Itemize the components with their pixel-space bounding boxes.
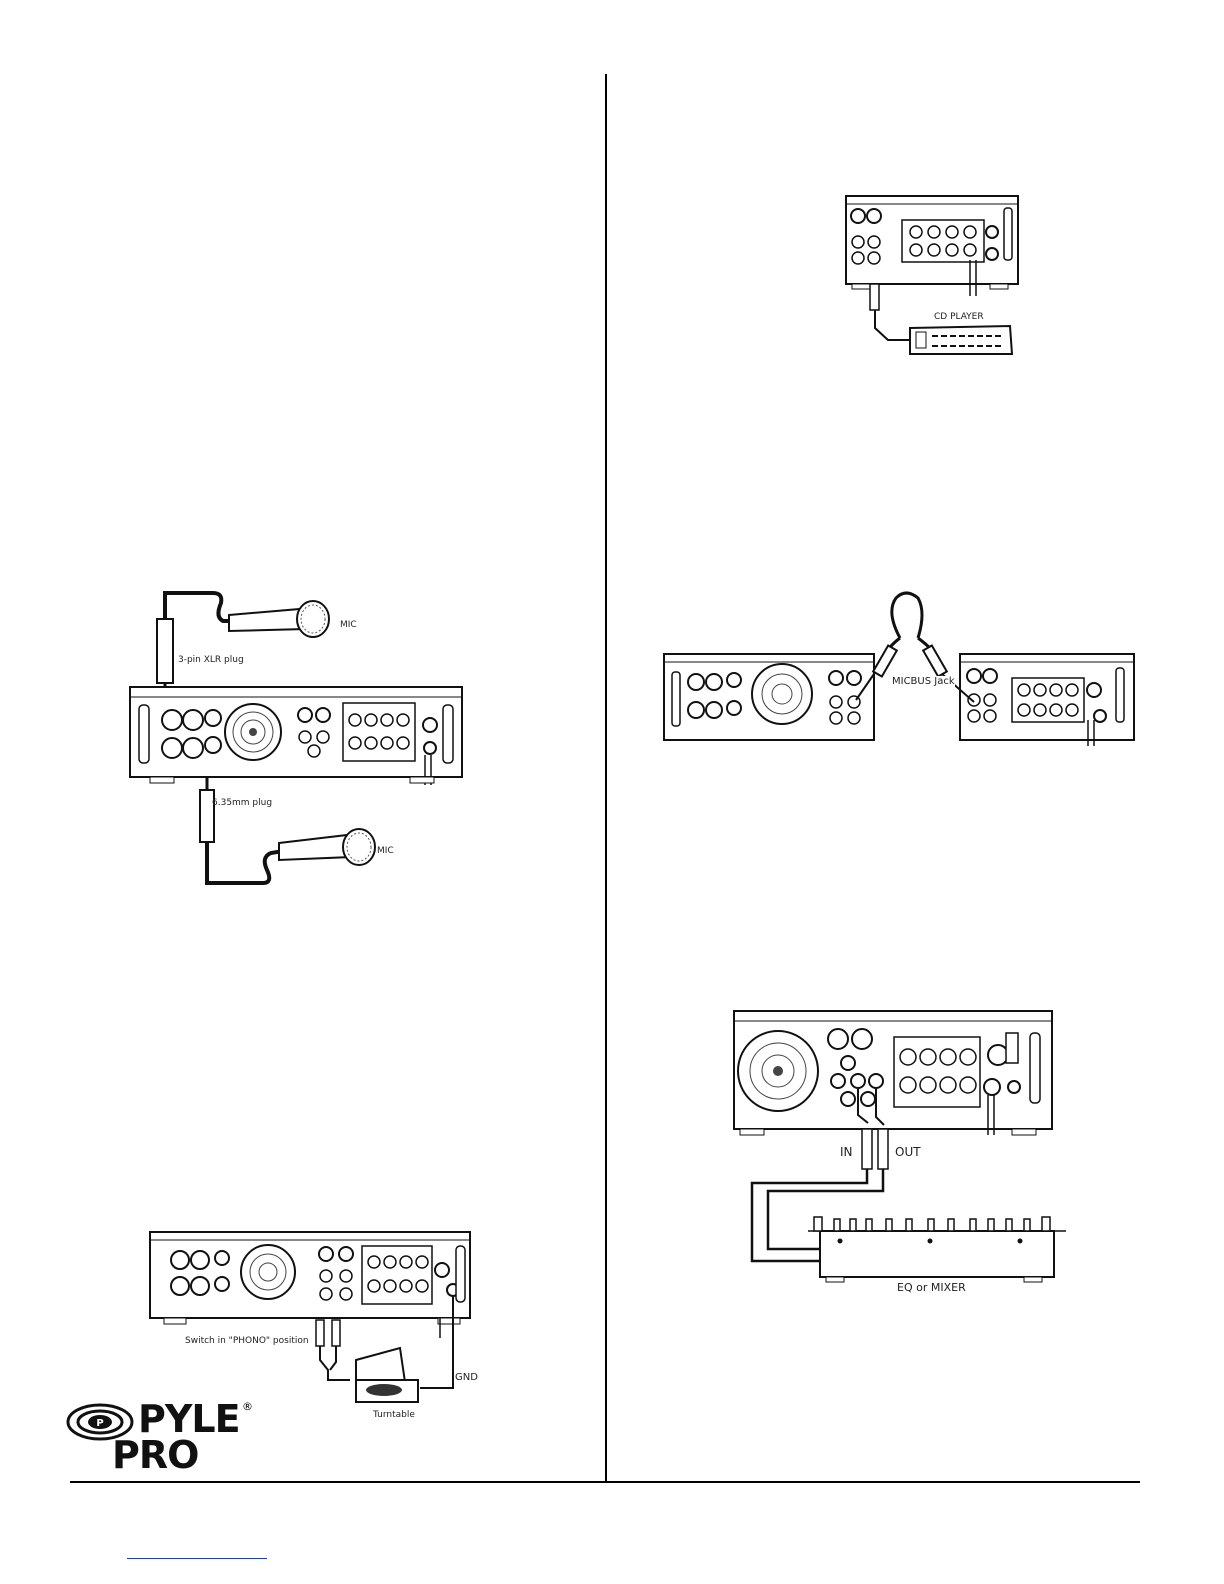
- jack-cable: [207, 842, 283, 883]
- mic-top-label: MIC: [340, 620, 357, 630]
- eq-mixer-shape: [808, 1217, 1066, 1282]
- rca-plug-in: [862, 1129, 872, 1169]
- in-label: IN: [840, 1145, 853, 1159]
- mic-bottom-shape: [279, 829, 375, 865]
- rca-plug-right: [332, 1320, 340, 1346]
- micbus-cable: [892, 593, 922, 638]
- amplifier-rear-panel: [734, 1011, 1052, 1135]
- micbus-plug-right: [923, 646, 947, 677]
- amplifier-rear-panel: [130, 687, 462, 785]
- svg-text:P: P: [96, 1418, 103, 1429]
- amplifier-rear-panel: [846, 196, 1018, 296]
- footer-link-underline[interactable]: [127, 1558, 267, 1559]
- column-divider: [605, 74, 607, 1482]
- amplifier-rear-panel-right: [960, 654, 1134, 746]
- xlr-plug: [157, 619, 173, 683]
- micbus-plug-left: [873, 646, 897, 677]
- cd-connection-drawing: [840, 192, 1030, 362]
- fan-grille: [752, 664, 812, 724]
- out-label: OUT: [895, 1145, 921, 1159]
- phono-switch-label: Switch in "PHONO" position: [185, 1336, 309, 1346]
- logo-text-pro: PRO: [112, 1436, 198, 1474]
- fan-grille: [241, 1245, 295, 1299]
- cd-player-shape: [910, 326, 1012, 354]
- mic-bottom-label: MIC: [377, 846, 394, 856]
- amplifier-rear-panel-left: [664, 654, 874, 740]
- rca-plug-left: [316, 1320, 324, 1346]
- cd-cable: [875, 310, 910, 340]
- pyle-pro-logo: P PYLE ® PRO: [66, 1398, 266, 1476]
- xlr-cable: [165, 593, 235, 621]
- amplifier-rear-panel: [150, 1232, 470, 1324]
- eq-mixer-label: EQ or MIXER: [897, 1281, 966, 1294]
- gnd-label: GND: [455, 1372, 478, 1383]
- jack-plug-label: 6.35mm plug: [212, 798, 272, 808]
- rca-plug-out: [878, 1129, 888, 1169]
- mic-top-shape: [229, 601, 329, 637]
- micbus-jack-label: MICBUS Jack: [892, 676, 955, 687]
- turntable-shape: [356, 1348, 418, 1402]
- xlr-plug-label: 3-pin XLR plug: [178, 655, 244, 665]
- footer-rule: [70, 1481, 1140, 1483]
- cd-player-label: CD PLAYER: [934, 312, 984, 322]
- micbus-connection-drawing: [660, 590, 1140, 750]
- mic-connection-drawing: [125, 585, 455, 895]
- registered-mark-icon: ®: [242, 1400, 253, 1413]
- turntable-label: Turntable: [373, 1410, 415, 1420]
- rca-plug: [870, 284, 879, 310]
